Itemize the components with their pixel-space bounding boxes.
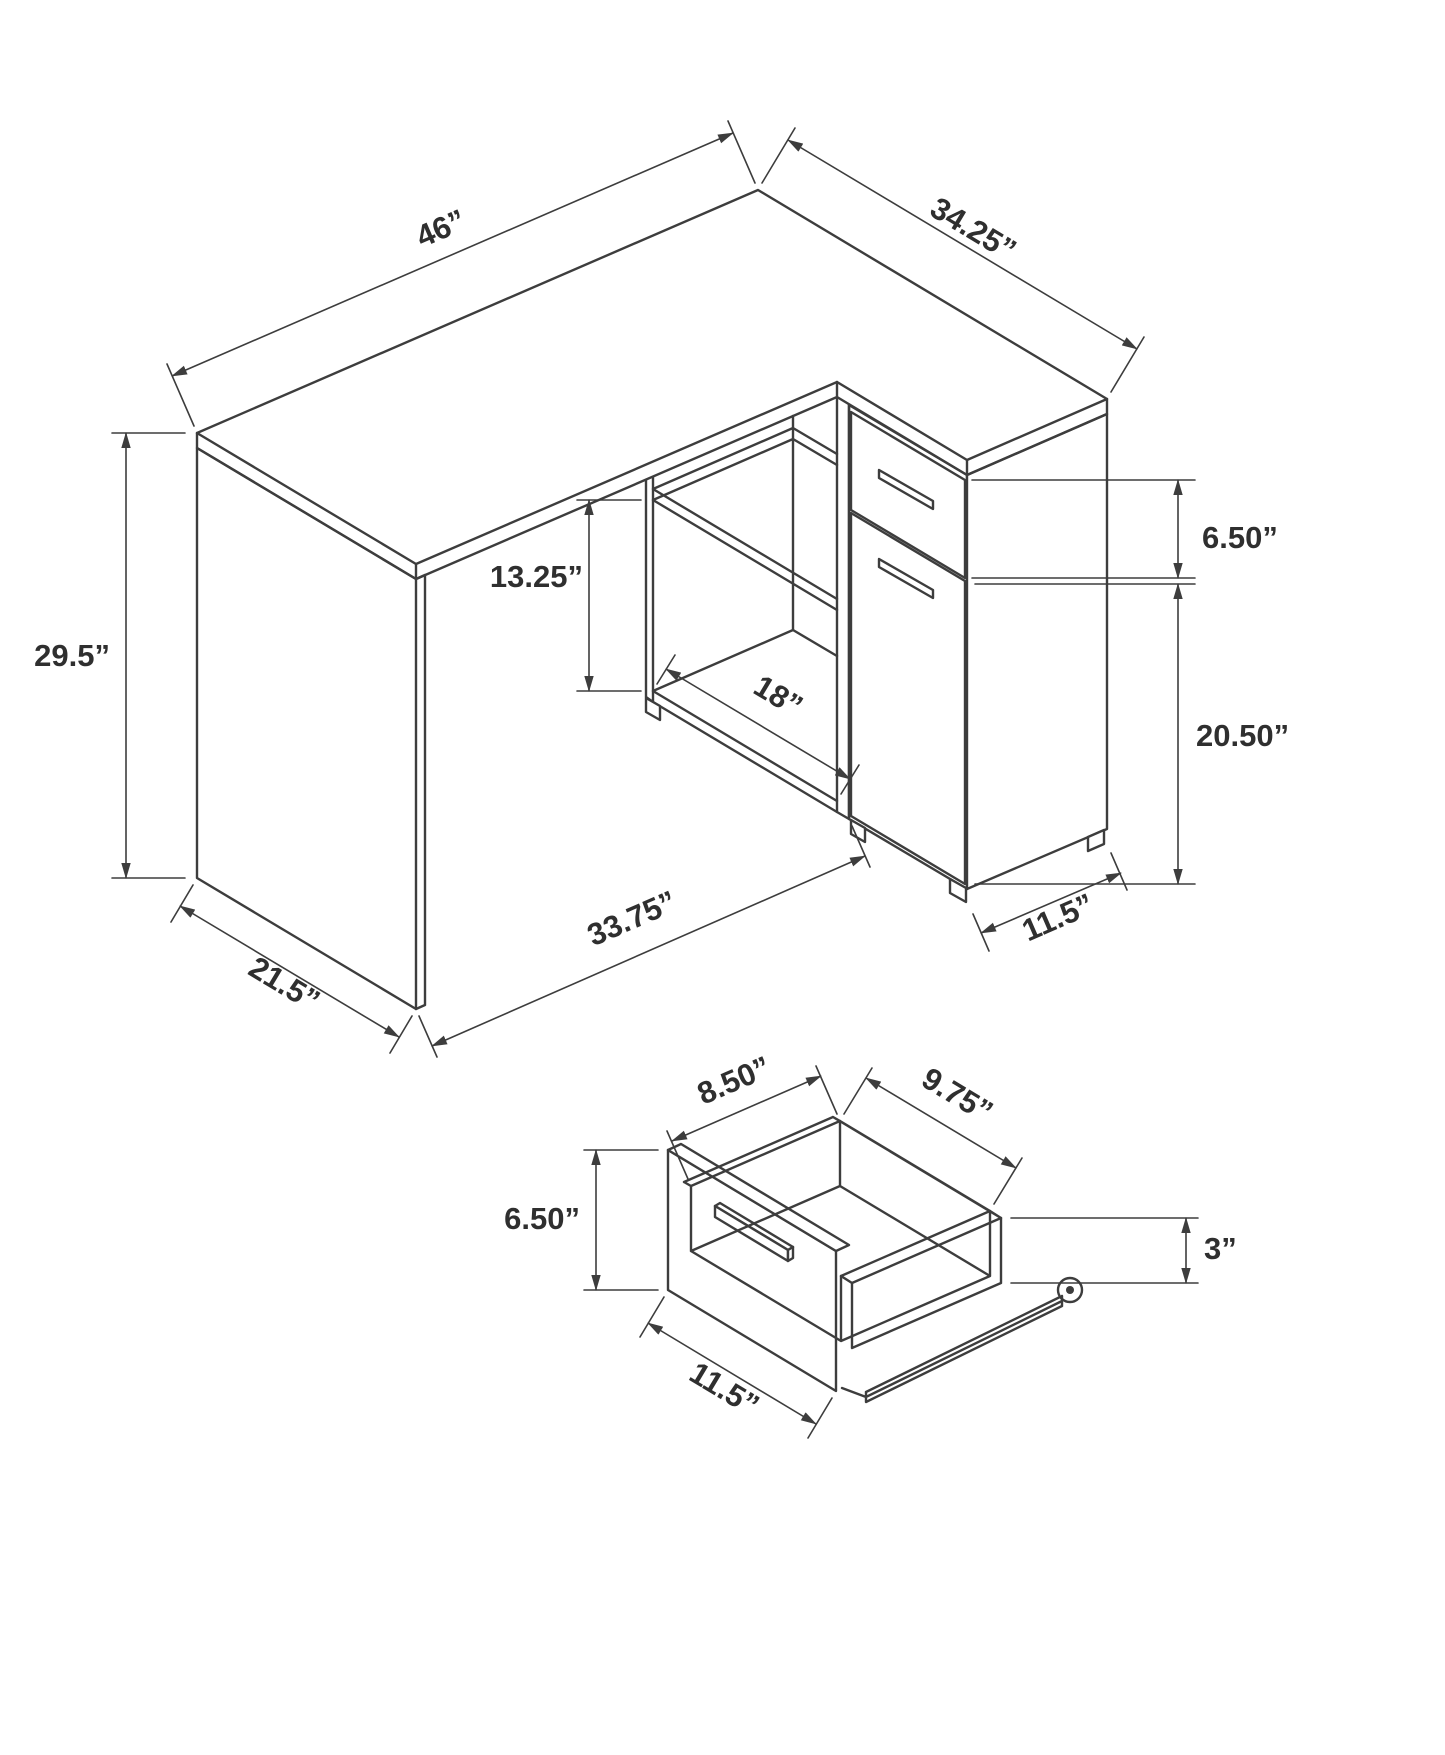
drawer-detail-view: 8.50” 9.75” 6.50” 3” 11.5” [504, 1049, 1237, 1439]
dim-line-975 [865, 1077, 1017, 1169]
ext-lines-975 [843, 1067, 1023, 1205]
dim-line-3375 [431, 855, 866, 1047]
cabinet-door [849, 511, 967, 886]
rail-wheel-hub [1066, 1286, 1074, 1294]
desk-view: 46” 34.25” 29.5” 13.25” 6.50” 20.50” 18”… [34, 120, 1289, 1058]
ext-lines-3425 [761, 127, 1145, 393]
bottom-shelf-edges [651, 628, 839, 814]
shelf-unit-left-edges [644, 475, 655, 704]
dim-label-shelf-depth: 18” [748, 668, 809, 724]
dim-label-interior-width: 9.75” [916, 1060, 999, 1129]
drawer-handle-end [786, 1245, 795, 1263]
ext-lines-650a [971, 479, 1196, 579]
dim-label-side-depth: 21.5” [243, 949, 326, 1018]
dim-line-3425 [787, 139, 1138, 350]
dim-line-18 [665, 668, 851, 780]
drawer-slide-rail [840, 1294, 1064, 1404]
ext-lines-650b [583, 1149, 659, 1291]
drawer-interior-edges [689, 1119, 992, 1343]
drawer-right-wall-edges [850, 1216, 1003, 1350]
ext-lines-3 [1010, 1217, 1199, 1284]
ext-lines-295 [111, 432, 186, 879]
dim-label-overall-height: 29.5” [34, 638, 110, 673]
middle-shelf-edges [651, 414, 839, 632]
cabinet-door-handle [877, 557, 935, 600]
desk-foot [849, 818, 867, 844]
desk-top-thickness-edges [195, 380, 1109, 581]
ext-lines-850 [666, 1065, 838, 1180]
dim-line-46 [171, 132, 734, 377]
ext-lines-3375 [418, 825, 871, 1058]
shelf-cabinet-corner-edges [835, 395, 851, 821]
dim-label-desk-top-length: 46” [411, 202, 471, 254]
dim-label-cabinet-depth: 11.5” [1017, 887, 1099, 949]
dim-label-door-height: 20.50” [1196, 718, 1289, 753]
dim-line-850 [671, 1075, 822, 1142]
dim-label-drawer-face-height: 6.50” [1202, 520, 1278, 555]
cabinet-drawer-handle [877, 468, 935, 511]
dim-line-115a [980, 872, 1122, 934]
dim-label-box-side-height: 3” [1204, 1231, 1237, 1266]
desk-foot [948, 877, 968, 904]
dim-label-return-depth: 34.25” [924, 190, 1022, 268]
desk-foot [644, 696, 662, 722]
ext-lines-215 [170, 884, 413, 1054]
dim-line-215 [179, 905, 400, 1038]
ext-lines-115b [639, 1296, 833, 1439]
drawer-dimensions: 8.50” 9.75” 6.50” 3” 11.5” [504, 1049, 1237, 1439]
desk-left-panel-edge [414, 573, 427, 1011]
cabinet-right-face [965, 412, 1109, 891]
dim-line-115b [647, 1322, 817, 1425]
dim-label-drawer-front-height: 6.50” [504, 1201, 580, 1236]
rail-wheel-icon [1056, 1276, 1084, 1304]
desk-foot [1086, 828, 1106, 853]
dim-label-drawer-front-width: 11.5” [684, 1355, 766, 1423]
dim-label-shelf-opening: 13.25” [490, 559, 583, 594]
ext-lines-1325 [576, 499, 642, 692]
drawer-front-top-face [666, 1142, 851, 1253]
